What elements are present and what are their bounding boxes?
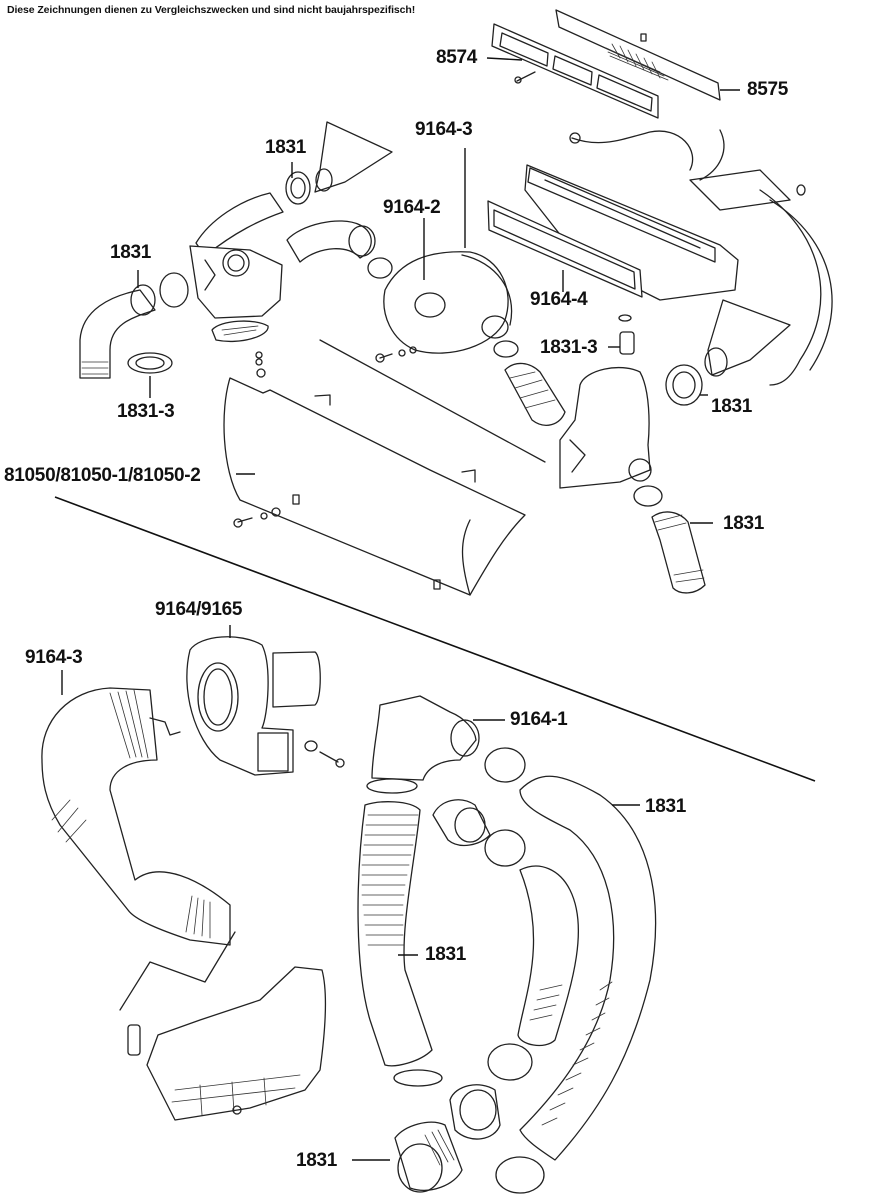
hose-clamp-bottom-center (487, 1043, 533, 1081)
hose-clamp-center-bottom (393, 1069, 443, 1087)
heater-box-part (524, 164, 739, 301)
seal-frame-part (487, 200, 643, 298)
part-label-1831-bottom: 1831 (296, 1150, 338, 1171)
part-label-1831-center: 1831 (425, 944, 467, 965)
part-label-9164-1: 9164-1 (510, 709, 568, 730)
hose-clamp-middle-upper (484, 829, 526, 867)
part-label-1831-3-left: 1831-3 (117, 401, 175, 422)
hose-curved-middle-part (517, 865, 580, 1047)
disclaimer-note: Diese Zeichnungen dienen zu Vergleichszw… (7, 4, 416, 16)
part-label-9164-3-lower: 9164-3 (25, 647, 83, 668)
part-label-9164-2: 9164-2 (383, 197, 441, 218)
funnel-duct-top (314, 121, 393, 193)
bolt-washers-blower (375, 346, 417, 363)
hose-coupler-top (285, 171, 311, 205)
hose-clamp-bottom-right (495, 1156, 545, 1194)
grille-frame-part (491, 23, 659, 119)
ring-seal-left (127, 352, 173, 374)
air-distribution-box-part (127, 966, 327, 1121)
cover-panel-part (223, 377, 526, 596)
part-label-9164-3-upper: 9164-3 (415, 119, 473, 140)
blower-motor-part (383, 251, 513, 354)
plug-right (618, 314, 635, 355)
part-label-1831-right-lower: 1831 (723, 513, 765, 534)
wiring-harness-part (569, 129, 833, 386)
part-label-81050: 81050/81050-1/81050-2 (4, 465, 201, 486)
coupler-bottom-center (449, 1084, 501, 1140)
funnel-duct-right (704, 299, 791, 377)
part-label-1831-right-upper: 1831 (711, 396, 753, 417)
elbow-outlet-part (371, 695, 480, 781)
coupler-middle-upper (432, 799, 491, 847)
hose-clamp-left (159, 272, 189, 308)
assembly-guide-line (119, 931, 236, 1011)
part-label-1831-top: 1831 (265, 137, 307, 158)
part-label-1831-3-right: 1831-3 (540, 337, 598, 358)
part-label-8575: 8575 (747, 79, 789, 100)
part-label-9164-9165: 9164/9165 (155, 599, 243, 620)
part-label-9164-4: 9164-4 (530, 289, 588, 310)
hose-clamp-elbow-left (366, 778, 418, 794)
hose-clamp-upper-center (367, 257, 393, 279)
duct-hose-left-part (41, 687, 231, 946)
heater-block-left (189, 245, 283, 378)
hose-short-bottom-part (394, 1121, 463, 1193)
hose-straight-left (195, 192, 284, 257)
hose-clamp-elbow-right (484, 747, 526, 783)
part-label-1831-long-right: 1831 (645, 796, 687, 817)
leader-lines (61, 57, 740, 1161)
rod-part (319, 339, 546, 463)
hose-corrugated-upper (286, 220, 376, 263)
hose-clamp-diagonal (493, 340, 519, 358)
bolt-washer-blower-unit (304, 740, 345, 768)
hose-clamp-right (633, 485, 663, 507)
part-label-1831-left: 1831 (110, 242, 152, 263)
hose-elbow-right (651, 511, 706, 594)
section-divider-line (54, 496, 816, 782)
part-label-8574: 8574 (436, 47, 478, 68)
heater-block-right (559, 366, 652, 489)
hose-coupler-right (665, 364, 703, 406)
hose-corrugated-diagonal (504, 362, 566, 426)
hose-long-right-part (519, 775, 657, 1161)
grille-cover-part (555, 9, 721, 101)
bolt-washers-cover (233, 507, 281, 528)
blower-unit-part (186, 636, 321, 776)
hose-corrugated-center-part (357, 801, 433, 1067)
hose-elbow-left (79, 284, 156, 379)
